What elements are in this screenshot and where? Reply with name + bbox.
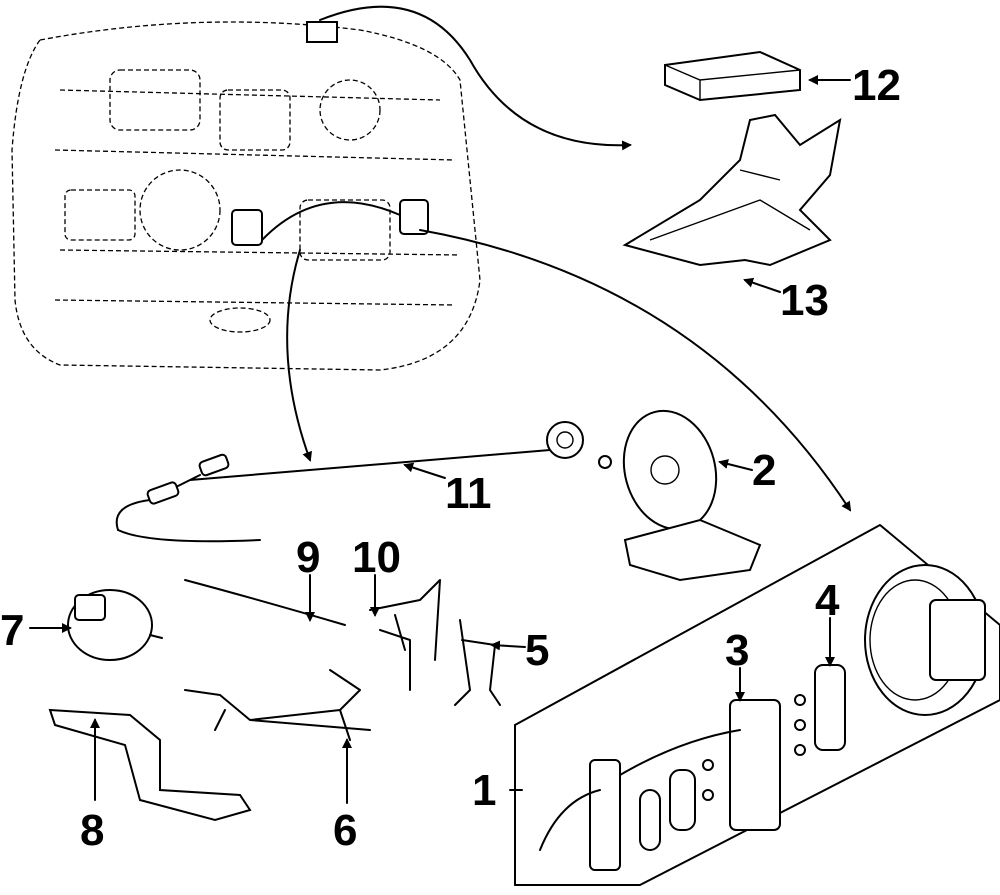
callout-10: 10 — [352, 533, 401, 582]
part-6-bracket — [184, 669, 371, 741]
callout-11: 11 — [445, 469, 492, 518]
callout-3: 3 — [725, 626, 749, 675]
part-4-gasket — [814, 664, 846, 751]
part-8-bracket — [48, 708, 252, 822]
part-2-actuator — [622, 409, 762, 582]
callout-12: 12 — [852, 61, 901, 110]
callout-7: 7 — [0, 606, 24, 655]
leader-1 — [419, 229, 852, 512]
callout-8: 8 — [80, 806, 104, 855]
leader-11 — [286, 249, 312, 462]
inset-box — [514, 524, 1000, 886]
engine-bay-illustration — [11, 21, 481, 371]
callout-6: 6 — [333, 806, 357, 855]
callout-5: 5 — [525, 626, 549, 675]
callout-4: 4 — [815, 576, 840, 625]
part-3-sensor — [729, 699, 781, 831]
part-11-cable — [115, 421, 612, 543]
callout-2: 2 — [752, 446, 776, 495]
part-7-motor — [67, 589, 163, 661]
part-10-bracket — [369, 579, 441, 691]
part-12-cover — [664, 50, 801, 102]
callout-13: 13 — [780, 276, 829, 325]
leader-12-13 — [319, 5, 632, 151]
callout-9: 9 — [296, 533, 320, 582]
callout-1: 1 — [472, 766, 496, 815]
callout-arrows — [29, 75, 851, 804]
part-5-bracket — [454, 619, 501, 706]
part-13-bracket — [622, 113, 842, 267]
part-9-hose — [184, 579, 346, 626]
